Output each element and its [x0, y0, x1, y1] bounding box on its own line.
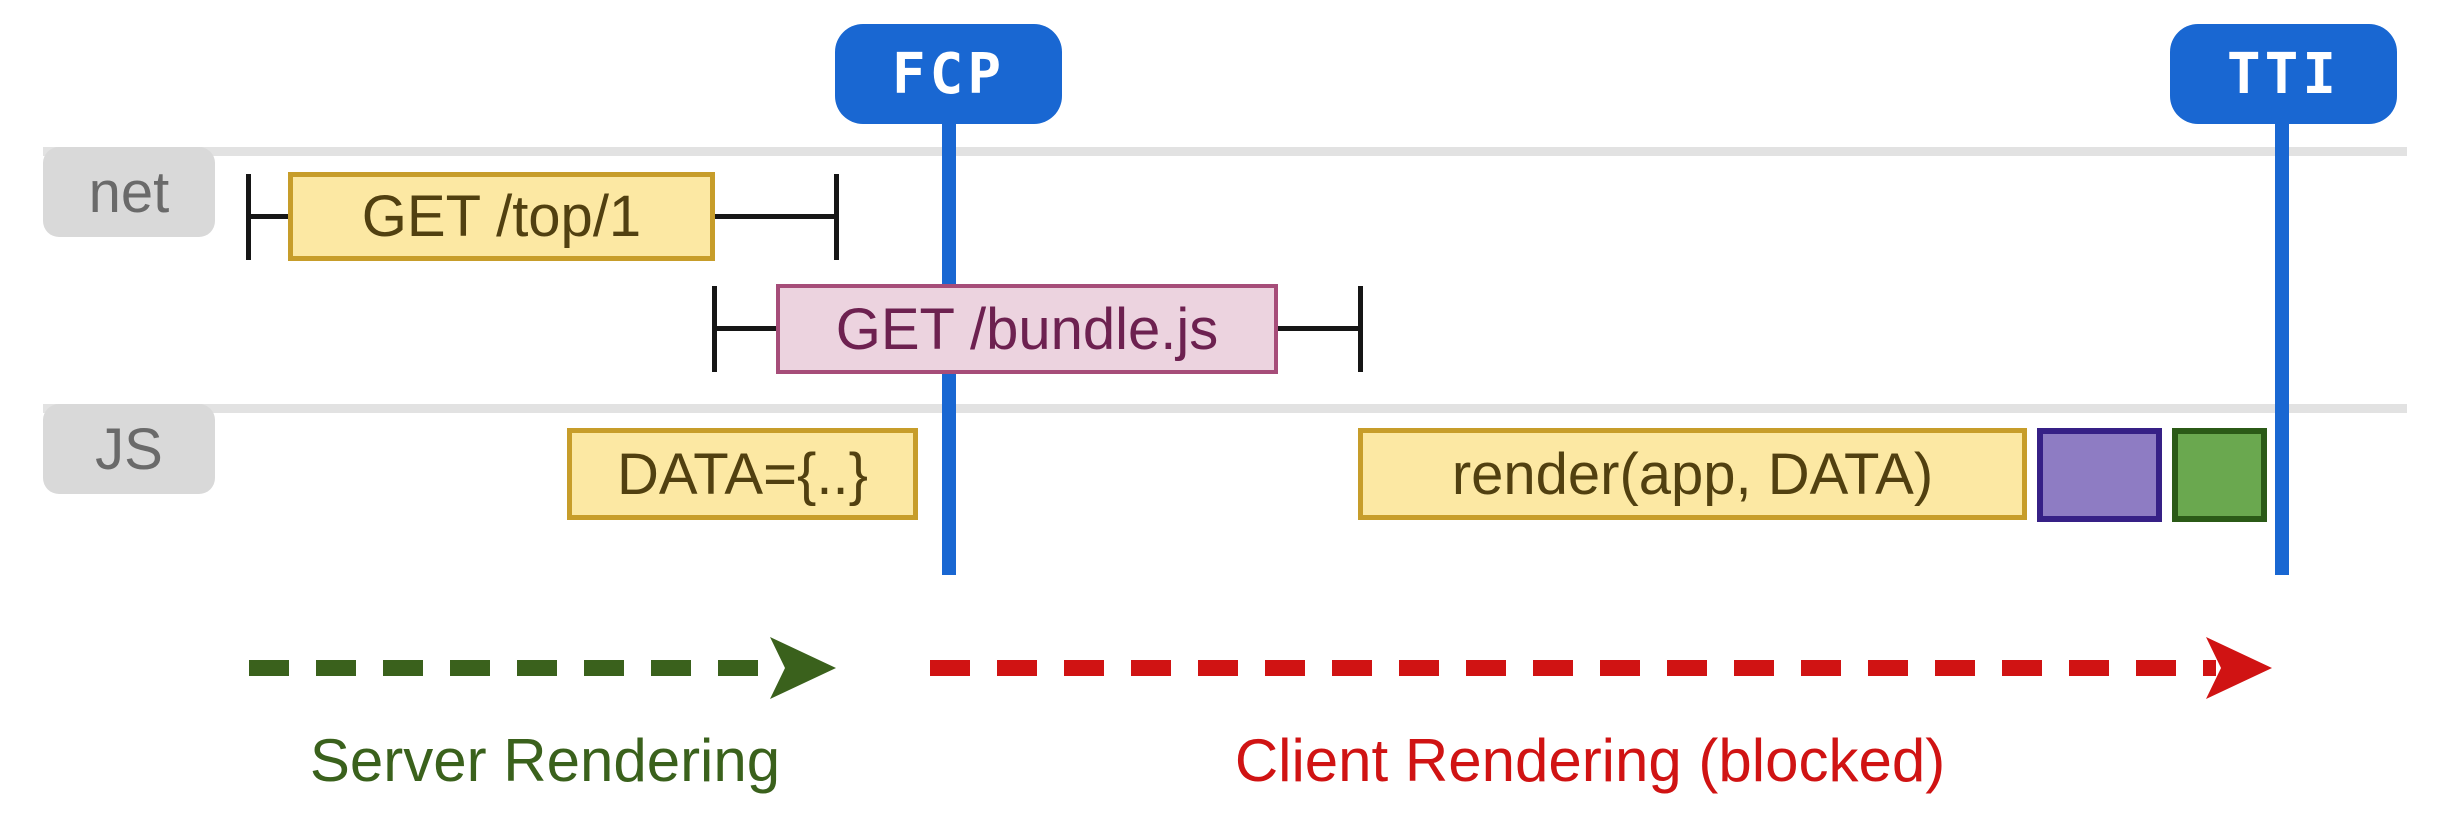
net-lane-line	[43, 147, 2407, 156]
net-lane-label: net	[43, 147, 215, 237]
js-lane-label: JS	[43, 404, 215, 494]
get-top-whisker-end-line	[715, 214, 834, 219]
data-eval-task-box: DATA={..}	[567, 428, 918, 520]
server-rendering-arrow	[249, 637, 836, 699]
get-bundle-whisker-start-line	[717, 326, 776, 331]
get-top-request-box: GET /top/1	[288, 172, 715, 261]
client-rendering-arrow	[930, 637, 2272, 699]
get-top-request-label: GET /top/1	[361, 184, 642, 249]
data-eval-task-label: DATA={..}	[617, 441, 868, 507]
tti-marker-line	[2275, 120, 2289, 575]
tti-badge-label: TTI	[2226, 41, 2341, 107]
render-task-box: render(app, DATA)	[1358, 428, 2027, 520]
purple-task-box	[2037, 428, 2162, 522]
get-top-whisker-start-line	[251, 214, 288, 219]
fcp-badge-label: FCP	[891, 41, 1006, 107]
client-rendering-phase-label: Client Rendering (blocked)	[1190, 722, 1990, 798]
get-bundle-whisker-end-line	[1278, 326, 1358, 331]
get-bundle-whisker-start-tick	[712, 286, 717, 372]
render-task-label: render(app, DATA)	[1451, 441, 1934, 507]
green-task-box	[2172, 428, 2267, 522]
get-bundle-request-box: GET /bundle.js	[776, 284, 1278, 374]
js-lane-label-text: JS	[95, 416, 163, 482]
get-bundle-request-label: GET /bundle.js	[835, 296, 1219, 362]
server-rendering-phase-label: Server Rendering	[245, 722, 845, 798]
client-rendering-phase-text: Client Rendering (blocked)	[1234, 726, 1946, 794]
fcp-badge: FCP	[835, 24, 1062, 124]
server-rendering-phase-text: Server Rendering	[309, 726, 781, 794]
get-top-whisker-end-tick	[834, 174, 839, 260]
js-lane-line	[43, 404, 2407, 413]
tti-badge: TTI	[2170, 24, 2397, 124]
get-bundle-whisker-end-tick	[1358, 286, 1363, 372]
net-lane-label-text: net	[88, 159, 170, 225]
get-top-whisker-start-tick	[246, 174, 251, 260]
